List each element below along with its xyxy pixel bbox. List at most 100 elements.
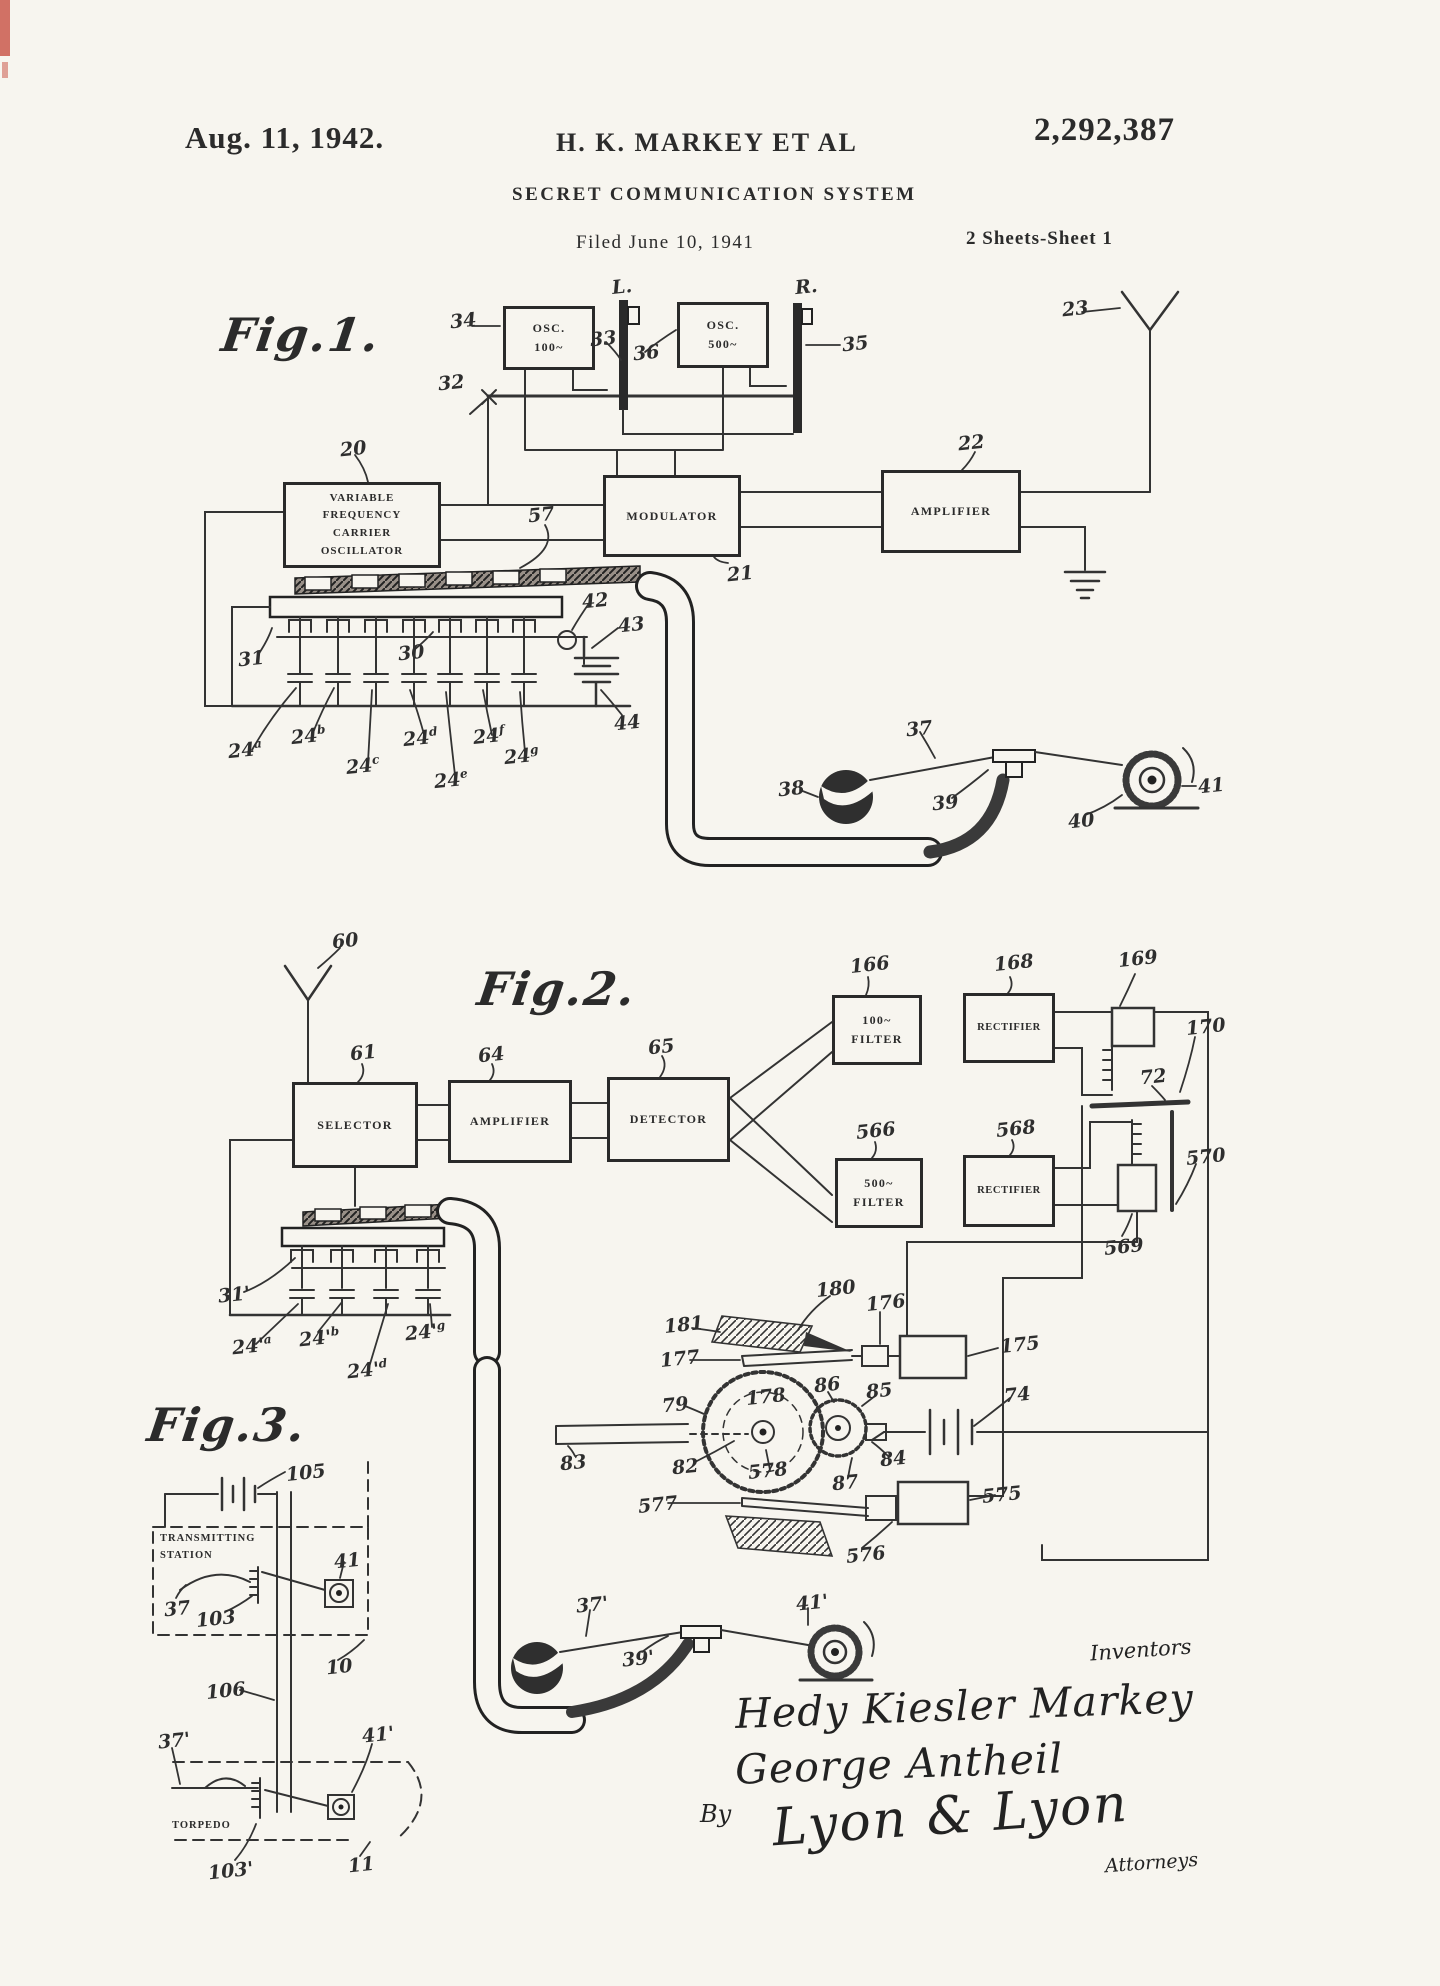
ref-84: 84 xyxy=(878,1446,908,1472)
amplifier-box: AMPLIFIER xyxy=(881,470,1021,553)
ref-39p: 39' xyxy=(620,1646,656,1672)
ref-20: 20 xyxy=(338,436,368,462)
ref-175: 175 xyxy=(998,1331,1041,1359)
fig2-ribbon-fan xyxy=(566,1638,694,1718)
ref-168: 168 xyxy=(992,949,1035,977)
rectifier-1-box: RECTIFIER xyxy=(963,993,1055,1063)
applicant-name: H. K. MARKEY ET AL xyxy=(556,128,858,157)
fig2-condenser-bank xyxy=(289,1245,441,1316)
ref-57: 57 xyxy=(526,502,556,528)
ref-568: 568 xyxy=(994,1115,1037,1143)
ref-577: 577 xyxy=(636,1491,679,1519)
fig1-record-ribbon xyxy=(294,565,641,595)
patent-number: 2,292,387 xyxy=(1034,112,1175,148)
ref-33: 33 xyxy=(588,326,618,352)
variable-frequency-carrier-oscillator-box: VARIABLE FREQUENCY CARRIER OSCILLATOR xyxy=(283,482,441,568)
motor-41-icon xyxy=(1113,747,1200,810)
ref-578: 578 xyxy=(746,1457,789,1485)
ref-42: 42 xyxy=(580,588,610,614)
ref-37-fig3: 37 xyxy=(162,1596,192,1622)
ref-11: 11 xyxy=(346,1852,376,1878)
ref-32: 32 xyxy=(436,370,466,396)
terminal-L: L. xyxy=(610,275,634,299)
ref-72: 72 xyxy=(1138,1064,1168,1090)
torpedo-label: TORPEDO xyxy=(172,1820,231,1831)
osc-100-box: OSC. 100~ xyxy=(503,306,595,370)
antenna-60-icon xyxy=(283,964,333,1002)
coil-103-icon xyxy=(249,1566,259,1604)
stepper-mechanism xyxy=(555,1315,970,1557)
coil-103p-icon xyxy=(251,1777,261,1819)
ref-38: 38 xyxy=(776,776,806,802)
scan-red-mark-2 xyxy=(2,62,8,78)
transmitting-station-label: TRANSMITTING STATION xyxy=(160,1533,256,1561)
ref-24pa: 24'a xyxy=(231,1331,273,1360)
ref-24d: 24d xyxy=(402,724,438,752)
ref-36: 36 xyxy=(631,340,661,366)
filter-500-box: 500~ FILTER xyxy=(835,1158,923,1228)
detector-box: DETECTOR xyxy=(607,1077,730,1162)
ground-icon xyxy=(1063,570,1107,600)
fig2-ribbon-tube xyxy=(436,1197,586,1734)
ref-30: 30 xyxy=(396,640,426,666)
fig2-leaders xyxy=(243,947,1197,1653)
ref-24e: 24e xyxy=(433,766,469,794)
ref-41p-fig3: 41' xyxy=(360,1722,396,1748)
ref-79: 79 xyxy=(660,1392,690,1418)
ref-31p: 31' xyxy=(216,1282,252,1308)
fig1-wiring xyxy=(204,290,1200,867)
selector-box: SELECTOR xyxy=(292,1082,418,1168)
filed-date: Filed June 10, 1941 xyxy=(576,232,755,253)
ball-38-icon xyxy=(819,770,873,824)
fig1-ribbon-fan xyxy=(923,773,1010,859)
ref-105: 105 xyxy=(284,1459,327,1487)
ref-61: 61 xyxy=(348,1040,378,1066)
cable-106-icon xyxy=(276,1491,292,1813)
ref-24f: 24f xyxy=(472,722,505,749)
ref-21: 21 xyxy=(725,561,755,587)
battery-74-icon xyxy=(928,1408,974,1456)
transmitting-station-box xyxy=(152,1526,369,1636)
terminal-R: R. xyxy=(793,274,819,300)
fig2-wiring xyxy=(228,947,1209,1734)
ref-169: 169 xyxy=(1116,945,1159,973)
ref-24pd: 24'd xyxy=(346,1355,388,1384)
ref-24pb: 24'b xyxy=(298,1323,340,1352)
ref-24a: 24a xyxy=(227,736,263,764)
tape-head-2-icon xyxy=(680,1625,722,1653)
ref-86: 86 xyxy=(812,1372,842,1398)
ref-85: 85 xyxy=(864,1378,894,1404)
motor-41p-fig3-icon xyxy=(327,1794,355,1820)
relay-169-icon xyxy=(1102,1006,1156,1091)
ref-31: 31 xyxy=(236,646,266,672)
ref-170: 170 xyxy=(1184,1013,1227,1041)
ref-74: 74 xyxy=(1002,1382,1032,1408)
ref-176: 176 xyxy=(864,1289,907,1317)
ref-178: 178 xyxy=(744,1383,787,1411)
switch-contact-icon xyxy=(557,630,577,650)
ref-64: 64 xyxy=(476,1042,506,1068)
ref-24b: 24b xyxy=(290,722,326,750)
fig3-leaders xyxy=(171,1471,373,1861)
ref-106: 106 xyxy=(204,1677,247,1705)
ref-569: 569 xyxy=(1102,1233,1145,1261)
fig1-ribbon-tube xyxy=(635,571,943,867)
ref-103: 103 xyxy=(194,1605,237,1633)
ref-43: 43 xyxy=(616,612,646,638)
ref-566: 566 xyxy=(854,1117,897,1145)
ref-41: 41 xyxy=(1196,773,1226,799)
ref-180: 180 xyxy=(814,1275,857,1303)
rectifier-2-box: RECTIFIER xyxy=(963,1155,1055,1227)
torpedo-box xyxy=(172,1761,423,1841)
fig2-record-ribbon xyxy=(302,1203,451,1227)
scan-red-mark xyxy=(0,0,10,56)
relay-569-icon xyxy=(1116,1119,1158,1213)
patent-title: SECRET COMMUNICATION SYSTEM xyxy=(512,184,917,205)
sheet-info: 2 Sheets-Sheet 1 xyxy=(966,228,1113,249)
ref-576: 576 xyxy=(844,1541,887,1569)
battery-105-icon xyxy=(220,1476,257,1512)
tape-head-icon xyxy=(992,749,1036,778)
fig1-leaders xyxy=(251,307,1197,816)
